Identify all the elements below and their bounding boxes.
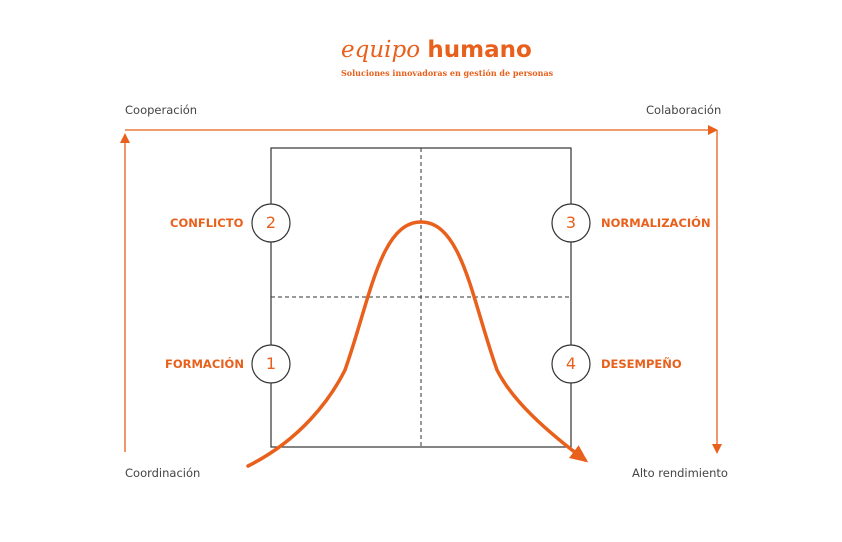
corner-label-cooperacion: Cooperación [125, 103, 198, 117]
stage-circle-2 [251, 203, 291, 243]
corner-label-coordinacion: Coordinación [125, 466, 201, 480]
stage-label-formacion: FORMACIÓN [165, 357, 244, 371]
stage-label-conflicto: CONFLICTO [170, 216, 244, 230]
stage-label-normalizacion: NORMALIZACIÓN [601, 216, 711, 230]
corner-label-colaboracion: Colaboración [646, 103, 722, 117]
stage-number-1: 1 [265, 354, 277, 373]
performance-curve [246, 220, 589, 468]
stage-number-3: 3 [565, 213, 577, 232]
brand-name: equipo humano [341, 36, 532, 64]
brand-name-bold: humano [427, 37, 532, 63]
stage-number-4: 4 [565, 354, 577, 373]
brand-tagline: Soluciones innovadoras en gestión de per… [341, 68, 554, 78]
corner-label-alto-rendimiento: Alto rendimiento [632, 466, 728, 480]
brand-name-script: equipo [341, 37, 421, 63]
stage-circle-1 [251, 344, 291, 384]
stage-circle-3 [551, 203, 591, 243]
stage-label-desempeno: DESEMPEÑO [601, 357, 682, 371]
stage-circle-4 [551, 344, 591, 384]
stage-number-2: 2 [265, 213, 277, 232]
